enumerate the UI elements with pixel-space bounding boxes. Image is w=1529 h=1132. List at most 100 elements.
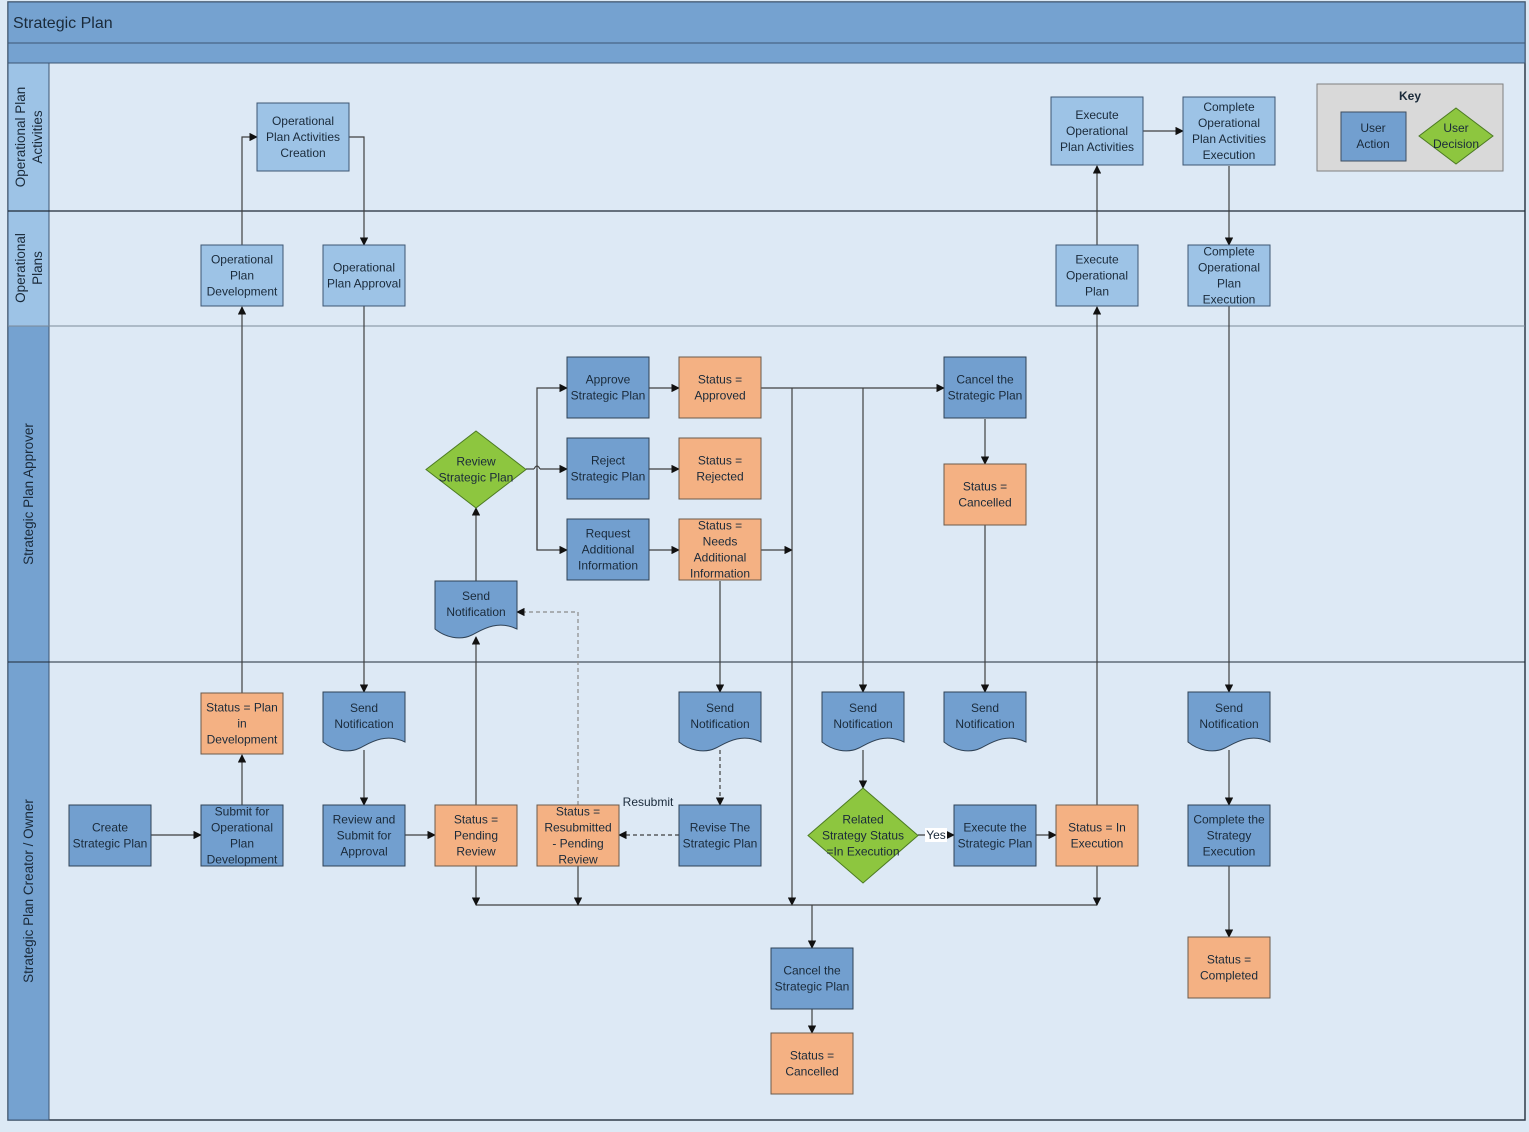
lane-label-opa-2: Activities: [30, 110, 45, 164]
status-box[interactable]: [1055, 804, 1139, 867]
node-status-completed[interactable]: Status =Completed: [1187, 936, 1271, 999]
status-box[interactable]: [943, 463, 1027, 526]
node-status-approved[interactable]: Status =Approved: [678, 356, 762, 419]
status-box[interactable]: [434, 804, 518, 867]
action-box[interactable]: [200, 804, 284, 867]
node-label: Execution: [1203, 148, 1256, 162]
status-box[interactable]: [200, 692, 284, 755]
action-box[interactable]: [1050, 96, 1144, 166]
node-label: Strategic Plan: [571, 389, 646, 403]
node-label: Strategic Plan: [683, 837, 758, 851]
document-shape[interactable]: [943, 691, 1027, 752]
node-label: Approval: [340, 845, 387, 859]
status-box[interactable]: [536, 804, 620, 867]
action-box[interactable]: [322, 244, 406, 307]
node-label: Operational: [211, 253, 273, 267]
action-box[interactable]: [1055, 244, 1139, 307]
action-box[interactable]: [1182, 96, 1276, 166]
node-label: Related: [842, 813, 883, 827]
node-status-rejected[interactable]: Status =Rejected: [678, 437, 762, 500]
pool-header: [7, 1, 1526, 44]
node-status-cancelled-approver[interactable]: Status =Cancelled: [943, 463, 1027, 526]
action-box[interactable]: [256, 102, 350, 172]
node-label: Notification: [833, 717, 892, 731]
status-box[interactable]: [678, 356, 762, 419]
document-shape[interactable]: [821, 691, 905, 752]
action-box[interactable]: [68, 804, 152, 867]
node-label: Execution: [1203, 845, 1256, 859]
node-label: Completed: [1200, 969, 1258, 983]
node-label: Notification: [446, 605, 505, 619]
node-label: Execution: [1203, 293, 1256, 307]
status-box[interactable]: [678, 518, 762, 581]
legend-user-action-shape: [1340, 111, 1407, 162]
document-shape[interactable]: [322, 691, 406, 752]
edge-label-yes: Yes: [926, 828, 946, 842]
action-box[interactable]: [1187, 804, 1271, 867]
status-box[interactable]: [1187, 936, 1271, 999]
node-label: in: [237, 717, 246, 731]
action-box[interactable]: [953, 804, 1037, 867]
decision-diamond[interactable]: [807, 787, 919, 884]
status-box[interactable]: [678, 437, 762, 500]
status-box[interactable]: [770, 1032, 854, 1095]
document-shape[interactable]: [1187, 691, 1271, 752]
lane-header-operational-plans: [7, 210, 50, 327]
document-shape[interactable]: [678, 691, 762, 752]
action-box[interactable]: [678, 804, 762, 867]
node-label: Status =: [790, 1049, 834, 1063]
node-label: Review and: [333, 813, 396, 827]
action-box[interactable]: [566, 437, 650, 500]
lane-label-op-1: Operational: [13, 233, 28, 303]
action-box[interactable]: [770, 947, 854, 1010]
node-status-cancelled-owner[interactable]: Status =Cancelled: [770, 1032, 854, 1095]
node-label: Send: [1215, 701, 1243, 715]
node-label: Additional: [694, 551, 747, 565]
node-label: Plan: [1085, 285, 1109, 299]
decision-diamond[interactable]: [425, 430, 527, 509]
action-box[interactable]: [1187, 244, 1271, 307]
node-label: Strategic Plan: [439, 471, 514, 485]
node-label: Status =: [454, 813, 498, 827]
node-label: Cancel the: [783, 964, 841, 978]
document-shape[interactable]: [434, 580, 518, 639]
action-box[interactable]: [566, 518, 650, 581]
action-box[interactable]: [200, 244, 284, 307]
action-box[interactable]: [322, 804, 406, 867]
action-box[interactable]: [566, 356, 650, 419]
node-label: Reject: [591, 454, 626, 468]
action-box[interactable]: [943, 356, 1027, 419]
